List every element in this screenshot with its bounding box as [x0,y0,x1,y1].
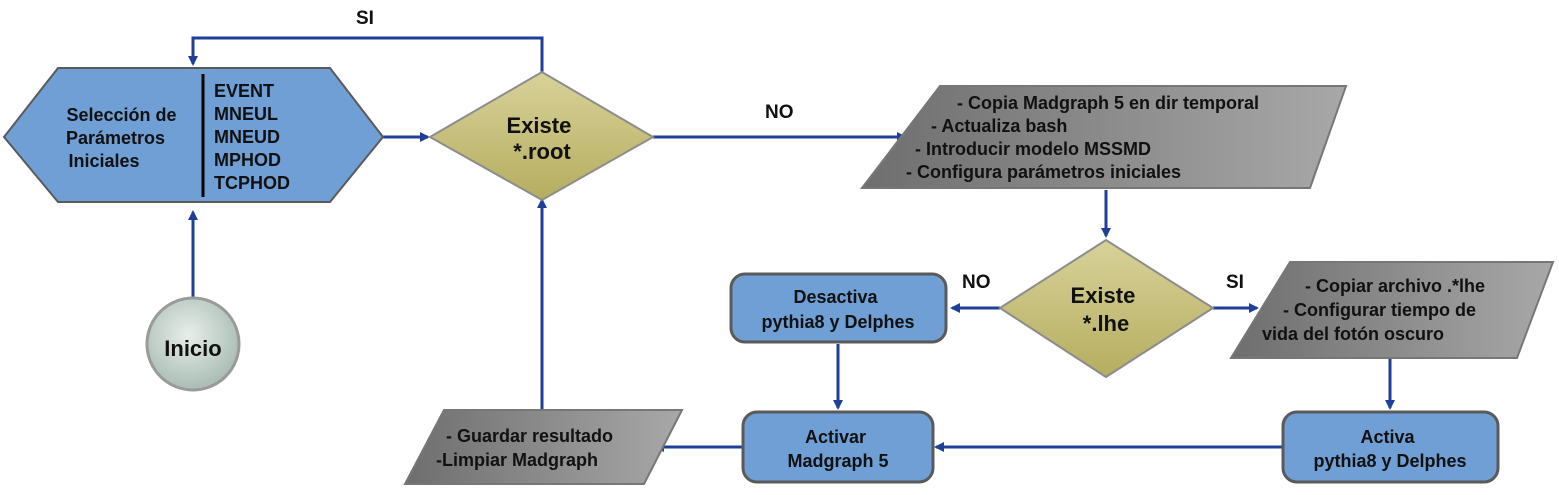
activate-madgraph-label: Activar Madgraph 5 [787,427,888,471]
copy-lhe-line-2: - Configurar tiempo de [1283,300,1476,320]
node-deactivate: Desactiva pythia8 y Delphes [729,272,948,344]
decision-lhe-label: Existe *.lhe [1071,283,1142,336]
madgraph-setup-line-2: - Actualiza bash [931,116,1067,136]
edge-label-root-yes: SI [356,8,374,29]
madgraph-setup-text: - Copia Madgraph 5 en dir temporal - Act… [906,93,1264,182]
node-activate-pythia: Activa pythia8 y Delphes [1281,410,1500,484]
activate-madgraph-line-1: Activar [805,427,866,447]
params-list-3: MNEUD [214,127,280,147]
start-label: Inicio [164,336,221,361]
copy-lhe-text: - Copiar archivo .*lhe - Configurar tiem… [1262,276,1490,344]
decision-root-line-2: *.root [513,139,571,164]
save-shape [403,409,684,485]
decision-lhe-line-2: *.lhe [1083,311,1129,336]
activate-pythia-line-1: Activa [1360,427,1415,447]
decision-root-shape [427,70,656,202]
node-save: - Guardar resultado -Limpiar Madgraph [403,409,684,485]
deactivate-shape [729,272,948,344]
madgraph-setup-line-3: - Introducir modelo MSSMD [915,139,1151,159]
edge-label-root-no: NO [765,102,794,123]
activate-pythia-shape [1281,410,1500,484]
decision-lhe-line-1: Existe [1071,283,1136,308]
node-decision-lhe: Existe *.lhe [998,238,1215,379]
node-copy-lhe: - Copiar archivo .*lhe - Configurar tiem… [1229,261,1555,359]
deactivate-line-1: Desactiva [793,287,878,307]
node-start: Inicio [145,296,241,392]
deactivate-label: Desactiva pythia8 y Delphes [761,287,914,332]
params-list-1: EVENT [214,81,274,101]
node-decision-root: Existe *.root [427,70,656,202]
activate-pythia-line-2: pythia8 y Delphes [1313,451,1466,471]
copy-lhe-line-1: - Copiar archivo .*lhe [1305,276,1485,296]
activate-madgraph-line-2: Madgraph 5 [787,451,888,471]
deactivate-line-2: pythia8 y Delphes [761,312,914,332]
save-text: - Guardar resultado -Limpiar Madgraph [436,426,618,470]
connectors [188,36,1395,452]
node-madgraph-setup: - Copia Madgraph 5 en dir temporal - Act… [859,85,1348,189]
decision-root-label: Existe *.root [507,113,578,164]
edge-label-lhe-no: NO [962,272,991,293]
copy-lhe-shape [1229,261,1555,359]
activate-madgraph-shape [741,410,935,484]
params-list-5: TCPHOD [214,173,290,193]
save-line-1: - Guardar resultado [446,426,613,446]
copy-lhe-line-3: vida del fotón oscuro [1262,324,1444,344]
activate-pythia-label: Activa pythia8 y Delphes [1313,427,1466,471]
decision-lhe-shape [998,238,1215,379]
params-label-line-3: Iniciales [68,151,139,171]
madgraph-setup-shape [859,85,1348,189]
save-line-2: -Limpiar Madgraph [436,450,598,470]
params-label-line-2: Parámetros [66,128,165,148]
params-list-2: MNEUL [214,104,278,124]
params-label-line-1: Selección de [66,105,176,125]
edge-label-lhe-yes: SI [1226,272,1244,293]
edge-root-yes-loop [188,36,544,72]
start-circle [145,296,241,392]
madgraph-setup-line-1: - Copia Madgraph 5 en dir temporal [957,93,1259,113]
node-params: Selección de Parámetros Iniciales EVENT … [2,67,385,203]
params-label: Selección de Parámetros Iniciales [66,105,182,171]
params-list: EVENT MNEUL MNEUD MPHOD TCPHOD [214,81,290,193]
node-activate-madgraph: Activar Madgraph 5 [741,410,935,484]
madgraph-setup-line-4: - Configura parámetros iniciales [906,162,1181,182]
decision-root-line-1: Existe [507,113,572,138]
params-shape [2,67,385,203]
params-list-4: MPHOD [214,150,281,170]
